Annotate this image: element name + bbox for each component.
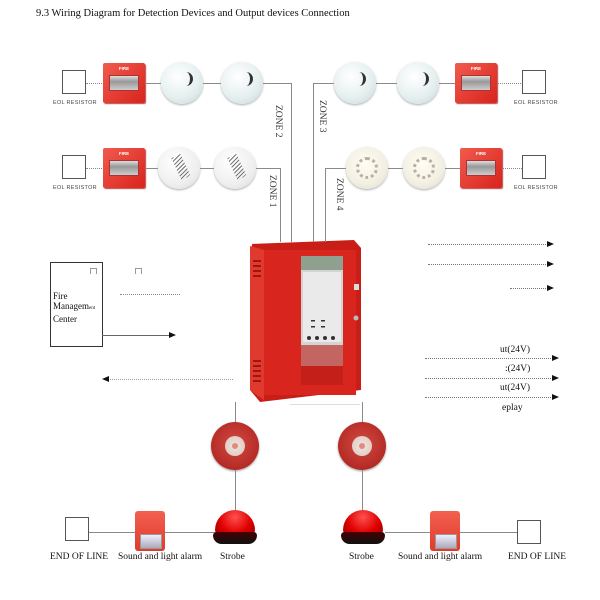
wire bbox=[313, 230, 315, 242]
wire bbox=[200, 168, 215, 170]
wire bbox=[235, 402, 237, 422]
output-arrow-5 bbox=[425, 374, 559, 381]
wire bbox=[256, 168, 281, 170]
dotted-wire bbox=[502, 168, 522, 169]
smoke-detector bbox=[346, 147, 388, 189]
smoke-detector bbox=[403, 147, 445, 189]
wire bbox=[89, 532, 135, 534]
dotted-wire bbox=[497, 83, 521, 84]
zone1-wire bbox=[280, 168, 282, 233]
manual-call-point: FIRE bbox=[103, 148, 145, 188]
heat-detector bbox=[158, 147, 200, 189]
fire-management-center-box: Fire Management Center bbox=[50, 262, 103, 347]
heat-detector bbox=[214, 147, 256, 189]
wire bbox=[388, 168, 404, 170]
strobe-light bbox=[341, 510, 385, 546]
eol-resistor-box bbox=[62, 70, 86, 94]
eol-resistor-label: EOL RESISTOR bbox=[514, 185, 558, 191]
end-of-line-label: END OF LINE bbox=[508, 552, 567, 562]
wire bbox=[203, 83, 223, 85]
eol-resistor-label: EOL RESISTOR bbox=[53, 185, 97, 191]
diagram-title: 9.3 Wiring Diagram for Detection Devices… bbox=[36, 8, 350, 19]
sound-light-alarm-label: Sound and light alarm bbox=[118, 552, 203, 562]
manual-call-point: FIRE bbox=[455, 63, 497, 103]
strobe-label: Strobe bbox=[220, 552, 245, 562]
wire bbox=[385, 532, 430, 534]
zone-4-label: ZONE 4 bbox=[334, 178, 344, 211]
zone3-wire bbox=[313, 83, 315, 233]
output-arrow-1 bbox=[428, 240, 554, 247]
wire bbox=[362, 402, 364, 422]
wire bbox=[325, 168, 347, 170]
output-label-3: ut(24V) bbox=[500, 383, 531, 393]
input-arrow-from-panel bbox=[102, 375, 233, 382]
manual-call-point: FIRE bbox=[103, 63, 145, 103]
manual-call-point: FIRE bbox=[460, 148, 502, 188]
eol-resistor-label: EOL RESISTOR bbox=[53, 100, 97, 106]
dotted-wire bbox=[86, 83, 104, 84]
wire bbox=[235, 470, 237, 510]
wire bbox=[291, 230, 293, 242]
smoke-detector bbox=[221, 62, 263, 104]
smoke-detector bbox=[334, 62, 376, 104]
eol-resistor-box bbox=[522, 155, 546, 179]
sound-light-alarm-label: Sound and light alarm bbox=[398, 552, 483, 562]
wire bbox=[290, 404, 360, 405]
wire bbox=[145, 83, 163, 85]
wire bbox=[263, 83, 292, 85]
output-label-4: eplay bbox=[502, 403, 523, 413]
eol-resistor-box bbox=[522, 70, 546, 94]
wire bbox=[460, 532, 517, 534]
fire-alarm-control-panel bbox=[250, 240, 361, 402]
smoke-detector bbox=[161, 62, 203, 104]
output-label-2: :(24V) bbox=[505, 364, 531, 374]
connector-mark bbox=[135, 268, 142, 274]
output-arrow-to-panel bbox=[102, 331, 176, 338]
end-of-line-box bbox=[517, 520, 541, 544]
wire bbox=[325, 230, 327, 242]
output-arrow-2 bbox=[428, 260, 554, 267]
connector-mark bbox=[90, 268, 97, 274]
wire bbox=[313, 83, 335, 85]
zone2-wire bbox=[291, 83, 293, 233]
fire-bell bbox=[211, 422, 259, 470]
eol-resistor-box bbox=[62, 155, 86, 179]
wire bbox=[280, 230, 282, 242]
fire-bell bbox=[338, 422, 386, 470]
wire bbox=[145, 168, 163, 170]
output-arrow-3 bbox=[510, 284, 554, 291]
wire bbox=[445, 168, 460, 170]
dotted-wire bbox=[120, 294, 180, 295]
end-of-line-box bbox=[65, 517, 89, 541]
wire bbox=[376, 83, 398, 85]
end-of-line-label: END OF LINE bbox=[50, 552, 109, 562]
eol-resistor-label: EOL RESISTOR bbox=[514, 100, 558, 106]
zone-3-label: ZONE 3 bbox=[317, 100, 327, 133]
zone-2-label: ZONE 2 bbox=[273, 105, 283, 138]
strobe-light bbox=[213, 510, 257, 546]
zone-1-label: ZONE 1 bbox=[267, 175, 277, 208]
wire bbox=[439, 83, 456, 85]
zone4-wire bbox=[325, 168, 327, 233]
fire-management-center-label: Fire Management Center bbox=[53, 291, 96, 324]
output-label-1: ut(24V) bbox=[500, 345, 531, 355]
smoke-detector bbox=[397, 62, 439, 104]
strobe-label: Strobe bbox=[349, 552, 374, 562]
output-arrow-6 bbox=[425, 393, 559, 400]
sound-light-alarm bbox=[430, 511, 460, 551]
wire bbox=[362, 470, 364, 510]
dotted-wire bbox=[86, 168, 104, 169]
wire bbox=[165, 532, 215, 534]
sound-light-alarm bbox=[135, 511, 165, 551]
output-arrow-4 bbox=[425, 354, 559, 361]
